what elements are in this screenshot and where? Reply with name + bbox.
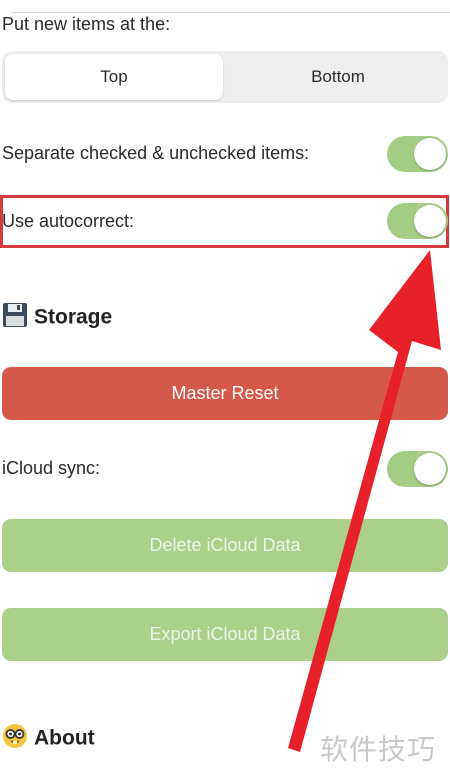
insert-position-label: Put new items at the: xyxy=(2,14,171,34)
floppy-disk-icon xyxy=(2,302,28,334)
separate-items-label: Separate checked & unchecked items: xyxy=(2,143,310,163)
watermark-text: 软件技巧 xyxy=(320,734,437,765)
segment-top[interactable]: Top xyxy=(5,54,223,100)
separate-items-toggle[interactable] xyxy=(387,136,448,172)
storage-title: Storage xyxy=(34,305,113,329)
segment-bottom[interactable]: Bottom xyxy=(311,67,365,86)
icloud-sync-toggle[interactable] xyxy=(387,451,448,487)
delete-icloud-data-button[interactable]: Delete iCloud Data xyxy=(2,519,448,572)
autocorrect-label: Use autocorrect: xyxy=(2,211,135,231)
nerd-face-icon xyxy=(2,723,28,755)
toggle-knob xyxy=(414,205,446,237)
about-section-header: About xyxy=(2,723,95,755)
autocorrect-toggle[interactable] xyxy=(387,203,448,239)
icloud-sync-label: iCloud sync: xyxy=(2,458,101,478)
about-title: About xyxy=(34,726,95,750)
toggle-knob xyxy=(414,138,446,170)
toggle-knob xyxy=(414,453,446,485)
export-icloud-data-button[interactable]: Export iCloud Data xyxy=(2,608,448,661)
master-reset-button[interactable]: Master Reset xyxy=(2,367,448,420)
insert-position-segmented-control[interactable]: Top Bottom xyxy=(2,51,448,103)
top-divider xyxy=(12,0,450,13)
storage-section-header: Storage xyxy=(2,302,112,334)
